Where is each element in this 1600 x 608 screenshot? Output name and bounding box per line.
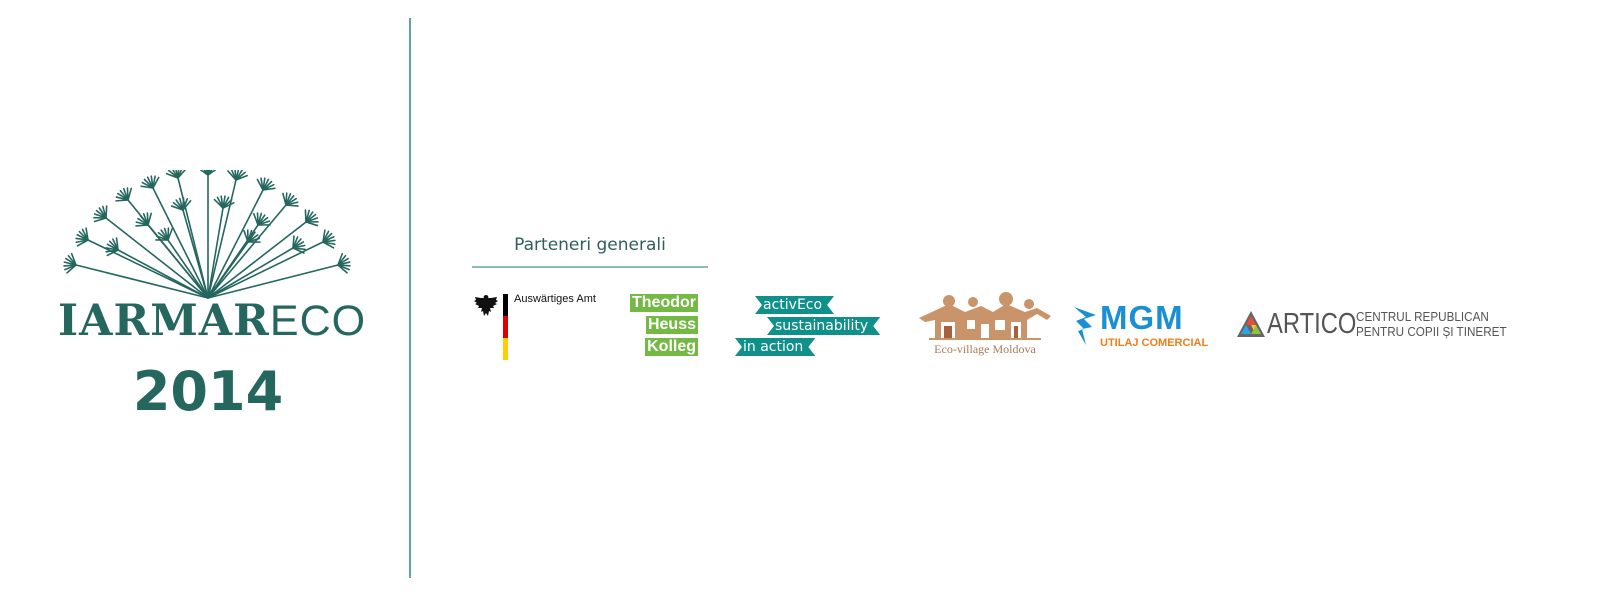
eagle-icon xyxy=(474,295,498,316)
thk-line-3: Kolleg xyxy=(645,338,698,356)
village-houses-icon xyxy=(919,292,1051,340)
activeco-tag-3: in action xyxy=(735,338,815,356)
vertical-divider xyxy=(409,18,411,578)
artico-triangle-icon xyxy=(1237,311,1265,337)
auswaertiges-amt-text: Auswärtiges Amt xyxy=(514,293,596,305)
mgm-name: MGM xyxy=(1100,299,1184,336)
partners-heading: Parteneri generali xyxy=(514,235,666,255)
brand-year: 2014 xyxy=(132,360,284,423)
auswaertiges-amt-logo[interactable]: Auswärtiges Amt xyxy=(472,292,602,362)
brand-name-main: IARMAR xyxy=(58,296,270,346)
mgm-subtitle: UTILAJ COMERCIAL xyxy=(1100,337,1209,349)
activeco-tag-1: activEco xyxy=(755,296,834,314)
mgm-wing-icon xyxy=(1074,307,1096,345)
brand-name: IARMARECO xyxy=(58,296,365,346)
german-flag-stripe xyxy=(503,294,508,360)
eco-village-logo[interactable]: Eco-village Moldova xyxy=(915,290,1055,360)
activeco-logo[interactable]: activEco sustainability in action xyxy=(735,295,900,359)
artico-logo[interactable]: ARTICO CENTRUL REPUBLICAN PENTRU COPII Ș… xyxy=(1236,308,1507,344)
activeco-tag-2: sustainability xyxy=(767,317,880,335)
thk-line-1: Theodor xyxy=(630,294,698,312)
mgm-logo[interactable]: MGM UTILAJ COMERCIAL xyxy=(1074,299,1212,353)
partners-heading-rule xyxy=(472,266,708,268)
theodor-heuss-kolleg-logo[interactable]: Theodor Heuss Kolleg xyxy=(614,294,704,360)
thk-line-2: Heuss xyxy=(645,316,698,334)
brand-panel: IARMARECO 2014 xyxy=(0,0,410,608)
artico-line-2: PENTRU COPII ȘI TINERET xyxy=(1356,324,1507,339)
artico-name: ARTICO xyxy=(1267,308,1357,340)
dandelion-icon xyxy=(63,170,351,299)
brand-name-suffix: ECO xyxy=(269,297,367,345)
artico-line-1: CENTRUL REPUBLICAN xyxy=(1356,309,1489,324)
eco-village-caption: Eco-village Moldova xyxy=(934,342,1036,356)
